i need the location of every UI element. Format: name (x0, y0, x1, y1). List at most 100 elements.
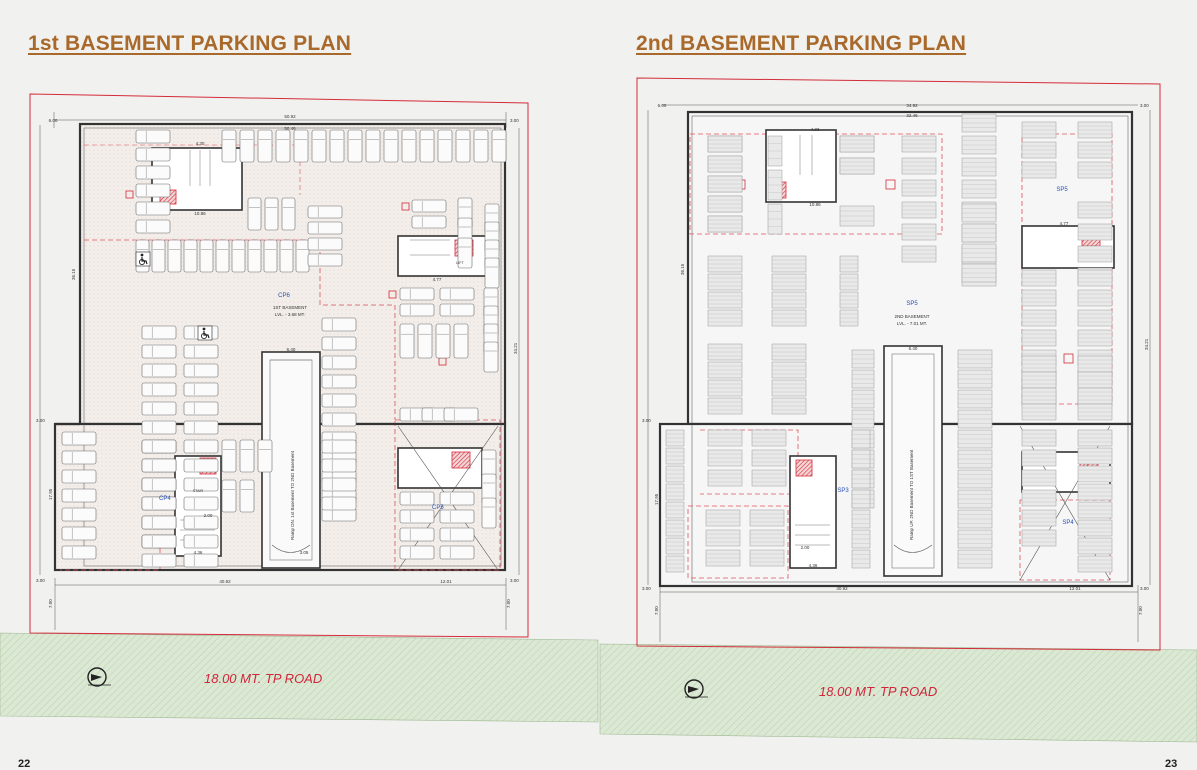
parking-car (321, 374, 357, 389)
dim-setback: 7.00 (506, 599, 511, 608)
parking-car (183, 553, 219, 568)
dim-corner: 3.00 (1140, 586, 1149, 591)
dim-stair-a: 4.30 (196, 141, 205, 146)
parking-car (419, 129, 435, 163)
parking-car (141, 382, 177, 397)
parking-car (247, 239, 262, 273)
parking-car (215, 239, 230, 273)
parking-car (437, 129, 453, 163)
zone-label-upper: SP5 (1056, 187, 1068, 193)
plot-boundary (636, 77, 1161, 651)
parking-car (135, 201, 171, 216)
parking-car (183, 458, 219, 473)
dim-stair-d: 4.36 (809, 563, 818, 568)
parking-car (61, 526, 97, 541)
parking-car (347, 129, 363, 163)
dim-left-total: 36.15 (71, 268, 76, 280)
parking-car (61, 431, 97, 446)
parking-car (439, 491, 475, 506)
plot-boundary (29, 93, 529, 638)
parking-car (281, 197, 296, 231)
parking-car (167, 239, 182, 273)
parking-car (61, 545, 97, 560)
parking-car (453, 323, 469, 359)
dim-setback: 7.00 (48, 599, 53, 608)
level-name: 2ND BASEMENT (894, 314, 929, 319)
dim-6: 6.00 (658, 103, 667, 108)
parking-car (141, 458, 177, 473)
parking-car (257, 129, 273, 163)
dim-top-outer: 34.92 (906, 103, 918, 108)
dim-right-total: 34.21 (513, 342, 518, 354)
dim-bottom-right: 12.01 (440, 579, 452, 584)
parking-car (279, 239, 294, 273)
dim-bottom-right: 12.01 (1069, 586, 1081, 591)
parking-car (399, 491, 435, 506)
parking-car (399, 527, 435, 542)
page-number-right: 23 (1165, 758, 1178, 770)
parking-car (307, 253, 343, 267)
dim-left-lower: 17.95 (654, 493, 659, 505)
dim-top-inner: 50.46 (284, 126, 296, 131)
label-lift: LIFT (456, 261, 464, 265)
parking-car (439, 527, 475, 542)
parking-car (257, 439, 273, 473)
parking-car (183, 344, 219, 359)
parking-car (401, 129, 417, 163)
dim-ramp-width: 6.40 (909, 346, 918, 351)
label-stair: STAIR (193, 489, 204, 493)
parking-car (141, 534, 177, 549)
parking-car (141, 325, 177, 340)
parking-car (321, 458, 357, 473)
dim-corner: 3.00 (642, 586, 651, 591)
parking-car (399, 287, 435, 301)
parking-car (411, 215, 447, 229)
dim-3-05: 3.05 (300, 550, 309, 555)
wheelchair-icon (135, 251, 151, 267)
dim-left-total: 36.15 (680, 263, 685, 275)
parking-car (491, 129, 507, 163)
dim-stair-b: 10.86 (194, 211, 206, 216)
parking-car (439, 287, 475, 301)
parking-car (61, 450, 97, 465)
parking-car (183, 534, 219, 549)
parking-car (321, 477, 357, 492)
parking-car (399, 323, 415, 359)
parking-car (439, 509, 475, 524)
plan-1st-basement (29, 93, 529, 687)
parking-car (183, 439, 219, 454)
parking-car (321, 336, 357, 351)
parking-car (141, 439, 177, 454)
parking-car (199, 239, 214, 273)
dim-corner: 3.00 (642, 418, 651, 423)
parking-stalls-1st (61, 129, 507, 568)
parking-car (61, 507, 97, 522)
stair-core-lower-left (789, 455, 837, 569)
north-arrow-icon (87, 667, 111, 687)
ramp (883, 345, 943, 577)
level-value: LVL. - 7.01 MT. (897, 321, 927, 326)
dim-corner: 3.00 (1140, 103, 1149, 108)
parking-car (307, 205, 343, 219)
dim-bottom-main: 40.92 (836, 586, 848, 591)
dim-2: 2.00 (204, 513, 213, 518)
parking-car (247, 197, 262, 231)
parking-car (321, 317, 357, 332)
parking-car (455, 129, 471, 163)
parking-car (141, 344, 177, 359)
parking-car (141, 496, 177, 511)
parking-car (135, 129, 171, 144)
parking-car (439, 303, 475, 317)
page-number-left: 22 (18, 758, 31, 770)
dim-stair-c: 4.77 (1060, 221, 1069, 226)
road-strip-left (0, 632, 599, 723)
parking-car (307, 221, 343, 235)
dim-6: 6.00 (49, 118, 58, 123)
dim-right-total: 34.21 (1144, 338, 1149, 350)
parking-car (183, 401, 219, 416)
parking-car (473, 129, 489, 163)
parking-car (61, 469, 97, 484)
parking-car (399, 509, 435, 524)
dim-left-lower: 17.95 (48, 488, 53, 500)
parking-car (293, 129, 309, 163)
